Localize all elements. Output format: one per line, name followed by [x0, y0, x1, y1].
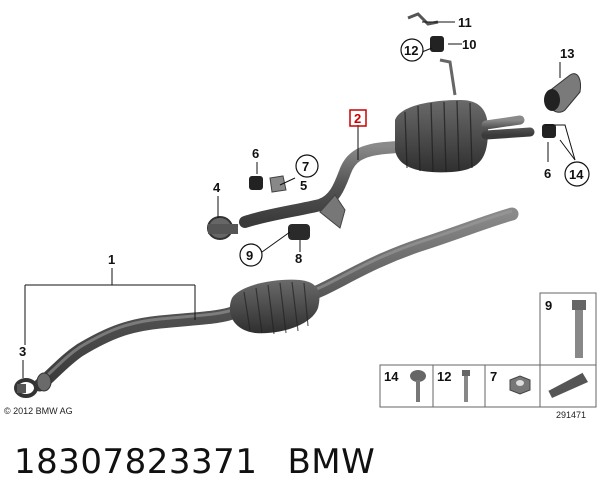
callout-7: 7: [295, 154, 319, 178]
callout-6a: 6: [252, 146, 259, 161]
legend-item-12: 12: [437, 369, 451, 384]
callout-12: 12: [400, 38, 424, 62]
leader-lines: [22, 21, 576, 378]
svg-text:14: 14: [569, 167, 584, 182]
footer: 18307823371 BMW: [14, 442, 375, 482]
screw-icon: [410, 370, 426, 402]
brand-name: BMW: [287, 442, 376, 482]
svg-text:2: 2: [354, 111, 361, 126]
callout-3: 3: [19, 344, 26, 359]
clip-part-11: [407, 12, 439, 26]
exhaust-parts-diagram: 1 2 3 4 5 6 6 7 8 9 10 11 12 13 14 © 201…: [4, 12, 597, 420]
callout-6b: 6: [544, 166, 551, 181]
rear-silencer-assembly: [239, 58, 535, 229]
clamp-part-3: [14, 378, 38, 398]
callout-4: 4: [213, 180, 221, 195]
legend-item-9: 9: [545, 298, 552, 313]
nut-icon: [509, 375, 531, 395]
clamp-part-4: [207, 216, 238, 240]
copyright: © 2012 BMW AG: [4, 406, 73, 416]
legend-item-7: 7: [490, 369, 497, 384]
pointer-arrow-icon: [547, 371, 588, 398]
callout-8: 8: [295, 251, 302, 266]
callout-13: 13: [560, 46, 574, 61]
hardware-legend: 14 12 7 9 291471: [379, 292, 597, 420]
front-pipe: [33, 207, 519, 392]
callout-14: 14: [564, 161, 590, 187]
bracket-part-5: [269, 175, 287, 193]
callout-10: 10: [462, 37, 476, 52]
tailpipe-part-13: [544, 73, 581, 113]
bolt-icon: [462, 370, 470, 402]
svg-text:9: 9: [246, 248, 253, 263]
callout-9: 9: [239, 243, 263, 267]
mount-part-10: [430, 36, 444, 52]
callout-11: 11: [458, 15, 472, 30]
callout-1: 1: [108, 252, 115, 267]
diagram-id: 291471: [556, 410, 586, 420]
callout-5: 5: [300, 178, 307, 193]
center-muffler: [229, 279, 320, 335]
svg-text:12: 12: [404, 43, 418, 58]
callout-2: 2: [349, 109, 367, 127]
mount-part-8: [288, 224, 310, 240]
legend-item-14: 14: [384, 369, 399, 384]
rubber-mount-6b: [542, 124, 556, 138]
svg-text:7: 7: [302, 159, 309, 174]
rubber-mount-6a: [249, 176, 263, 190]
long-bolt-icon: [572, 300, 586, 358]
part-number: 18307823371: [14, 442, 258, 482]
